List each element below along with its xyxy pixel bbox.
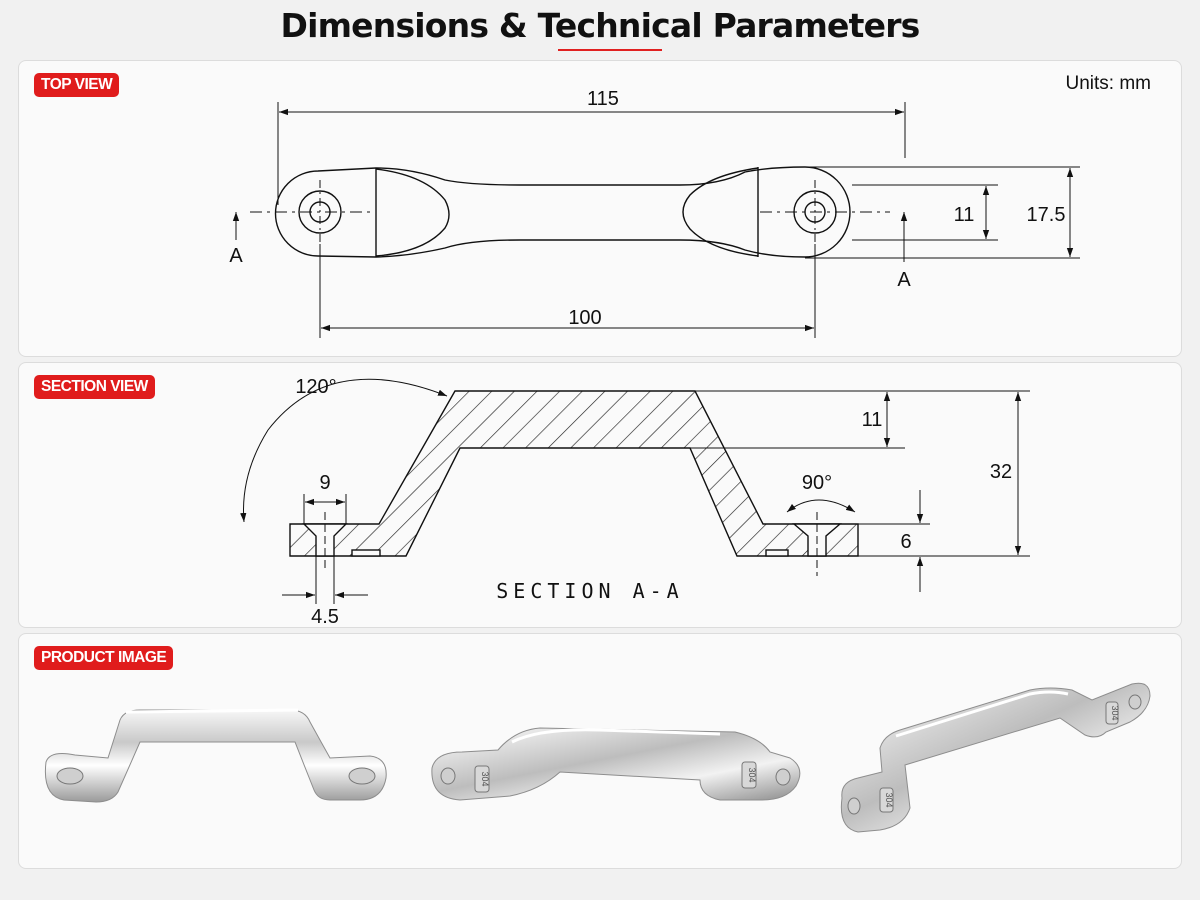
dim-end-width: 17.5 bbox=[1027, 204, 1066, 226]
dim-foot-thickness: 6 bbox=[900, 531, 911, 553]
units-label: Units: mm bbox=[1065, 73, 1152, 94]
dim-overall-length: 115 bbox=[587, 88, 619, 110]
stamp-mark-right: 304 bbox=[747, 767, 757, 782]
top-view-drawing bbox=[232, 102, 1080, 338]
section-marker-right: A bbox=[897, 269, 911, 291]
section-view-tag: SECTION VIEW bbox=[34, 375, 155, 399]
product-photo-perspective bbox=[840, 682, 1151, 833]
product-photo-side bbox=[44, 708, 387, 803]
dim-narrow-width: 11 bbox=[954, 204, 975, 226]
page-title: Dimensions & Technical Parameters bbox=[280, 6, 920, 45]
dim-top-thickness: 11 bbox=[862, 409, 883, 431]
dim-angle-outer: 120° bbox=[295, 376, 336, 398]
product-photo-angle bbox=[431, 727, 801, 801]
dim-countersink-dia: 9 bbox=[319, 472, 330, 494]
stamp-mark-perspective-right: 304 bbox=[1110, 705, 1120, 720]
product-image-tag: PRODUCT IMAGE bbox=[34, 646, 174, 670]
dim-angle-countersink: 90° bbox=[802, 472, 832, 494]
section-marker-left: A bbox=[229, 245, 243, 267]
dim-height: 32 bbox=[990, 461, 1012, 483]
handle-outline bbox=[274, 166, 851, 258]
top-view-tag: TOP VIEW bbox=[34, 73, 120, 97]
section-view-drawing bbox=[289, 390, 859, 576]
stamp-mark-perspective-left: 304 bbox=[884, 792, 894, 807]
dim-hole-spacing: 100 bbox=[568, 307, 601, 329]
stamp-mark-left: 304 bbox=[480, 771, 490, 786]
dim-hole-dia: 4.5 bbox=[311, 606, 339, 628]
title-underline bbox=[558, 49, 662, 51]
section-caption: SECTION A-A bbox=[496, 579, 683, 603]
section-hatched-body bbox=[289, 390, 859, 557]
